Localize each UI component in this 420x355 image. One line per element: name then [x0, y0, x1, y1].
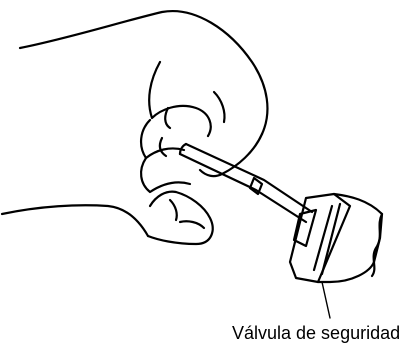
valve-body: [316, 192, 384, 284]
rod-collar: [248, 176, 264, 196]
knuckle-crease: [212, 90, 226, 124]
thumb-crease: [168, 198, 178, 222]
thumb: [146, 190, 214, 246]
thumb-nail: [178, 220, 206, 230]
rod-lower-edge: [178, 152, 308, 224]
valve-flange: [288, 192, 352, 284]
finger-crease-1: [164, 106, 172, 130]
forearm-bottom-edge: [0, 204, 150, 238]
finger-crease-2: [158, 136, 168, 158]
tool-rod: [178, 142, 314, 224]
safety-valve: [288, 192, 384, 319]
valve-nut: [292, 208, 318, 248]
hand: [0, 9, 269, 246]
safety-valve-label: Válvula de seguridad: [232, 323, 401, 343]
callout-leader-line: [321, 281, 331, 319]
valve-seam-1: [312, 204, 334, 272]
valve-seam-2: [320, 202, 342, 276]
index-finger: [148, 60, 212, 138]
valve-body-break: [370, 212, 384, 278]
rod-upper-edge: [184, 142, 314, 214]
finger-curl-2: [140, 156, 192, 194]
rod-tip: [178, 142, 188, 156]
forearm-top-edge: [18, 9, 269, 136]
